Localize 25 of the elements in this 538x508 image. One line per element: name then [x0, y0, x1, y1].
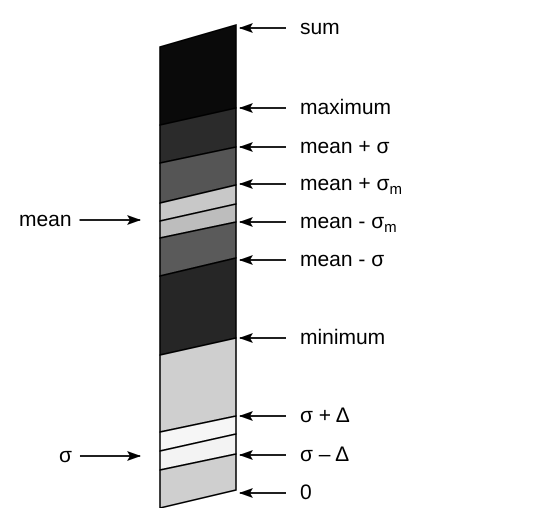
- level-label: 0: [300, 481, 312, 505]
- arrow: [239, 103, 286, 113]
- level-label: mean - σ: [300, 248, 384, 272]
- level-label: sum: [300, 16, 340, 40]
- level-label: mean: [19, 208, 72, 232]
- level-label: mean + σ: [300, 135, 390, 159]
- level-label: minimum: [300, 326, 386, 350]
- arrow: [239, 411, 286, 421]
- level-label: mean + σ$_{m}$: [300, 172, 402, 196]
- stacked-bar-drawing: [159, 24, 237, 508]
- level-label: σ + Δ: [300, 404, 350, 428]
- arrow: [80, 451, 141, 461]
- arrow: [239, 488, 286, 498]
- arrow: [239, 450, 286, 460]
- arrow: [239, 333, 286, 343]
- arrow: [239, 217, 286, 227]
- level-label: maximum: [300, 96, 392, 120]
- level-label: mean - σ$_{m}$: [300, 210, 397, 234]
- arrow: [239, 255, 286, 265]
- level-label: σ: [59, 444, 72, 468]
- arrow: [239, 23, 286, 33]
- level-label: σ – Δ: [300, 443, 350, 467]
- arrow: [80, 215, 141, 225]
- arrow: [239, 142, 286, 152]
- arrow: [239, 179, 286, 189]
